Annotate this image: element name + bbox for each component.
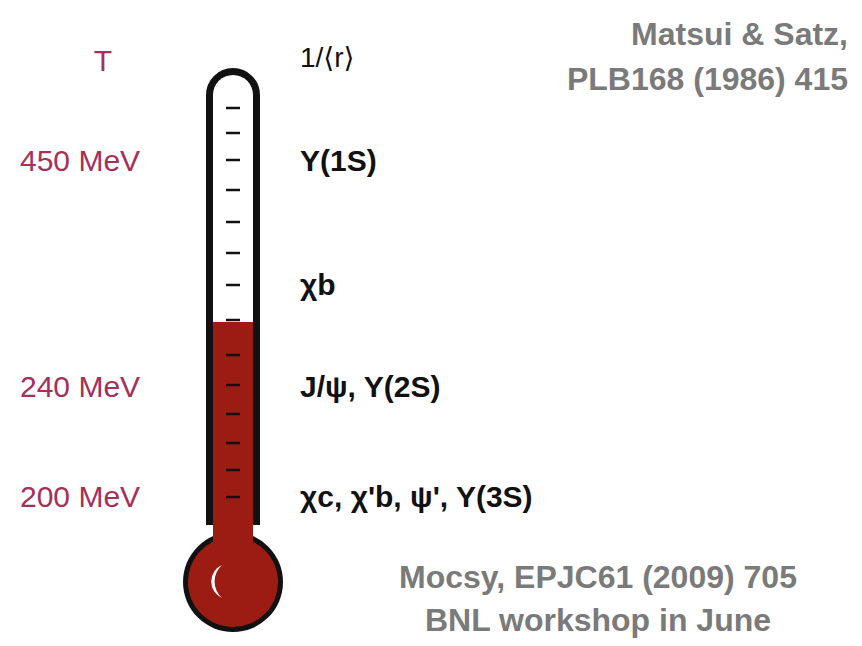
reference-note: BNL workshop in June [425, 603, 771, 638]
bulb-highlight [211, 565, 222, 598]
reference-note: PLB168 (1986) 415 [567, 62, 848, 97]
axis-label: T [94, 44, 112, 77]
temperature-mark: 240 MeV [20, 370, 140, 403]
bulb-outline [183, 532, 283, 632]
temperature-mark: 450 MeV [20, 144, 140, 177]
state-label: χc, χ'b, ψ', Υ(3S) [300, 480, 533, 513]
reference-note: Mocsy, EPJC61 (2009) 705 [399, 560, 797, 595]
reference-note: Matsui & Satz, [631, 17, 848, 52]
axis-label: 1/⟨r⟩ [300, 43, 355, 74]
state-label: J/ψ, Υ(2S) [300, 370, 440, 403]
mercury-bulb [188, 537, 278, 627]
scale-ticks [226, 108, 240, 497]
state-label: Υ(1S) [300, 144, 377, 177]
mercury-column [213, 322, 253, 552]
state-label: χb [300, 268, 336, 301]
temperature-mark: 200 MeV [20, 480, 140, 513]
